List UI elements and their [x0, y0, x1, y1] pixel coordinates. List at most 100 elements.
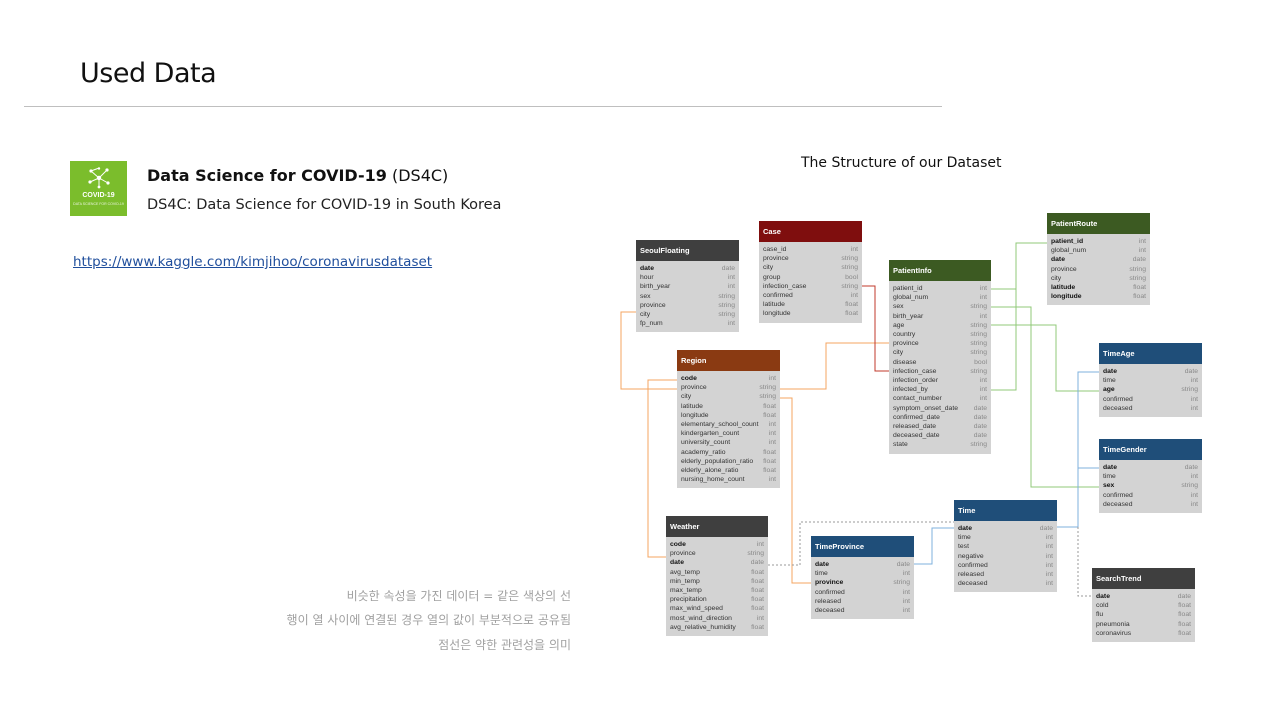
line-region-patientinfo — [780, 342, 889, 390]
column-type: float — [1178, 602, 1191, 610]
column-name: hour — [640, 274, 654, 282]
column-type: date — [1132, 256, 1146, 264]
column-name: sex — [1103, 482, 1115, 490]
column-name: age — [1103, 386, 1115, 394]
column-type: date — [1184, 368, 1198, 375]
column-name: latitude — [1051, 284, 1076, 292]
column-name: released — [958, 571, 985, 579]
column-type: float — [1133, 284, 1146, 292]
line-time-timeage — [1057, 371, 1099, 528]
table-column: sex string — [1103, 481, 1198, 490]
covid19-logo: COVID-19 DATA SCIENCE FOR COVID-19 — [70, 161, 127, 216]
column-name: group — [763, 273, 781, 281]
table-header: TimeProvince — [811, 536, 914, 557]
column-type: int — [768, 476, 776, 484]
column-type: int — [727, 274, 735, 282]
column-name: precipitation — [670, 596, 707, 604]
column-name: date — [670, 559, 684, 567]
column-type: int — [979, 312, 987, 320]
column-name: infection_case — [763, 282, 807, 290]
column-type: string — [841, 255, 858, 263]
column-type: date — [973, 432, 987, 440]
column-type: int — [902, 570, 910, 578]
column-type: int — [1138, 238, 1146, 245]
column-type: string — [1181, 482, 1198, 490]
column-type: date — [721, 265, 735, 272]
column-name: code — [670, 541, 686, 548]
table-column: released int — [958, 570, 1053, 579]
column-type: int — [1190, 473, 1198, 481]
column-name: deceased — [958, 580, 988, 588]
column-name: elderly_population_ratio — [681, 457, 754, 465]
line-time-searchtrend-dashed — [1077, 527, 1092, 597]
column-name: avg_relative_humidity — [670, 623, 736, 631]
column-name: cold — [1096, 602, 1109, 610]
column-name: released — [815, 597, 842, 605]
column-type: int — [768, 439, 776, 447]
column-type: string — [970, 349, 987, 357]
column-type: int — [768, 375, 776, 382]
column-type: bool — [974, 358, 987, 366]
column-type: int — [979, 294, 987, 302]
column-type: string — [759, 384, 776, 392]
column-type: int — [902, 588, 910, 596]
column-type: int — [1045, 571, 1053, 579]
column-name: city — [1051, 274, 1062, 282]
column-name: date — [958, 525, 972, 532]
column-type: string — [718, 301, 735, 309]
table-column: latitude float — [1051, 283, 1146, 292]
table-column: infection_case string — [763, 282, 858, 291]
table-header: Region — [677, 350, 780, 371]
table-column: cold float — [1096, 601, 1191, 610]
column-name: symptom_onset_date — [893, 404, 958, 412]
column-type: int — [1045, 543, 1053, 551]
column-name: confirmed — [763, 292, 793, 300]
column-name: province — [815, 579, 844, 587]
column-name: contact_number — [893, 395, 942, 403]
column-type: float — [1178, 620, 1191, 628]
column-name: academy_ratio — [681, 448, 726, 456]
table-header: Time — [954, 500, 1057, 521]
column-type: date — [750, 559, 764, 567]
column-type: int — [1138, 247, 1146, 255]
column-type: string — [970, 303, 987, 311]
column-name: university_count — [681, 439, 731, 447]
note-line-3: 점선은 약한 관련성을 의미 — [438, 638, 571, 652]
column-name: confirmed — [1103, 395, 1133, 403]
column-type: int — [1190, 404, 1198, 412]
column-type: int — [850, 246, 858, 253]
line-infectedby-patientid — [991, 289, 1017, 391]
column-type: bool — [845, 273, 858, 281]
column-name: longitude — [763, 310, 791, 318]
kaggle-link[interactable]: https://www.kaggle.com/kimjihoo/coronavi… — [73, 254, 433, 270]
column-name: state — [893, 441, 908, 449]
column-type: string — [841, 282, 858, 290]
column-name: patient_id — [893, 285, 923, 292]
table-header: SearchTrend — [1092, 568, 1195, 589]
column-name: confirmed_date — [893, 413, 940, 421]
column-type: string — [1129, 265, 1146, 273]
